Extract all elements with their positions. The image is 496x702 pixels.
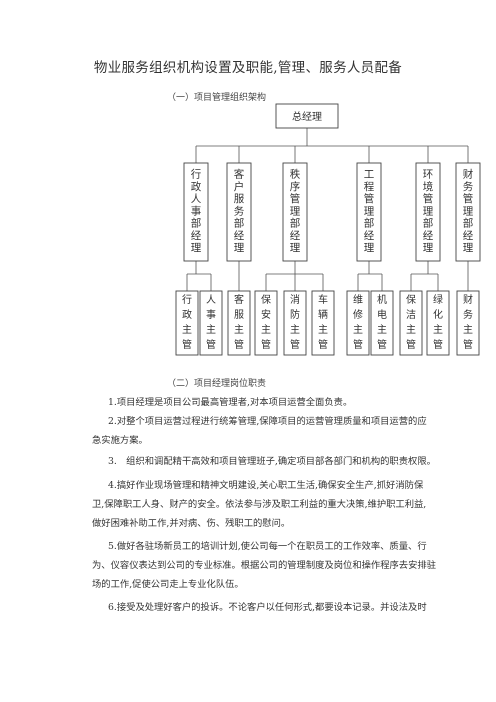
sub-role-box <box>311 290 335 356</box>
duty-line: 6.接受及处理好客户的投诉。不论客户以任何形式,都要设本记录。并设法及时 <box>108 602 427 613</box>
sub-role-box <box>370 290 394 356</box>
sub-role-label: 人事主管 <box>206 294 216 351</box>
sub-role-label: 维修主管 <box>353 293 363 351</box>
sub-role-box <box>456 290 480 356</box>
department-label: 行政人事部经理 <box>191 168 202 255</box>
sub-role-box <box>199 290 223 356</box>
root-box <box>275 103 339 129</box>
org-chart-connectors <box>186 128 469 291</box>
duty-item-4: 4.搞好作业现场管理和精神文明建设,关心职工生活,确保安全生产,抓好消防保 卫,… <box>92 476 437 533</box>
sub-role-box <box>399 290 423 356</box>
sub-role-box <box>346 290 370 356</box>
department-label: 工程管理部经理 <box>364 169 375 255</box>
duty-line: 卫,保障职工人身、财产的安全。依法参与涉及职工利益的重大决策,维护职工利益, <box>92 499 427 510</box>
section-heading-structure: （一）项目管理组织架构 <box>167 93 267 103</box>
sub-role-label: 车辆主管 <box>318 293 328 351</box>
duty-item-5: 5.做好各驻场新员工的培训计划,使公司每一个在职员工的工作效率、质量、行 为、仪… <box>92 537 437 594</box>
department-label: 环境管理部经理 <box>423 169 434 255</box>
duty-item-2: 2.对整个项目运营过程进行统筹管理,保障项目的运营管理质量和项目运营的应 急实施… <box>92 412 437 450</box>
duty-line: 急实施方案。 <box>92 435 148 446</box>
sub-role-label: 保洁主管 <box>406 293 416 351</box>
department-box <box>455 162 481 262</box>
sub-role-label: 消防主管 <box>290 293 300 351</box>
sub-role-label: 行政主管 <box>182 293 192 351</box>
duty-line: 为、仪容仪表达到公司的专业标准。根据公司的管理制度及岗位和操作程序去安排驻 <box>92 560 436 571</box>
sub-role-box <box>227 290 251 356</box>
duty-item-6: 6.接受及处理好客户的投诉。不论客户以任何形式,都要设本记录。并设法及时 <box>92 598 437 617</box>
document-title: 物业服务组织机构设置及职能,管理、服务人员配备 <box>93 60 403 76</box>
department-label: 财务管理部经理 <box>463 168 474 255</box>
department-box <box>415 162 441 262</box>
department-box <box>356 162 382 262</box>
duty-line: 2.对整个项目运营过程进行统筹管理,保障项目的运营管理质量和项目运营的应 <box>108 416 427 427</box>
sub-role-label: 客服主管 <box>234 293 244 351</box>
duty-item-3: 3. 组织和调配精干高效和项目管理班子,确定项目部各部门和机构的职责权限。 <box>92 452 437 471</box>
department-box <box>226 162 252 262</box>
sub-role-box <box>175 290 199 356</box>
duty-line: 1.项目经理是项目公司最高管理者,对本项目运营全面负责。 <box>108 397 353 408</box>
department-box <box>282 162 308 262</box>
duty-line: 做好困难补助工作,并对病、伤、残职工的慰问。 <box>92 518 291 529</box>
department-label: 秩序管理部经理 <box>290 169 301 255</box>
sub-role-label: 机电主管 <box>377 293 387 351</box>
sub-role-box <box>254 290 278 356</box>
sub-role-box <box>283 290 307 356</box>
duty-item-1: 1.项目经理是项目公司最高管理者,对本项目运营全面负责。 <box>92 393 437 412</box>
department-box <box>183 162 209 262</box>
sub-role-box <box>426 290 450 356</box>
sub-role-label: 保安主管 <box>261 293 271 351</box>
department-label: 客户服务部经理 <box>234 168 245 255</box>
duty-line: 5.做好各驻场新员工的培训计划,使公司每一个在职员工的工作效率、质量、行 <box>108 541 427 552</box>
duty-line: 4.搞好作业现场管理和精神文明建设,关心职工生活,确保安全生产,抓好消防保 <box>108 480 424 491</box>
duty-line: 场的工作,促使公司走上专业化队伍。 <box>92 579 244 590</box>
sub-role-label: 财务主管 <box>463 293 473 351</box>
duty-line: 3. 组织和调配精干高效和项目管理班子,确定项目部各部门和机构的职责权限。 <box>108 456 436 467</box>
sub-role-label: 绿化主管 <box>433 293 443 351</box>
root-label: 总经理 <box>292 110 322 123</box>
section-heading-duties: （二）项目经理岗位职责 <box>167 379 267 389</box>
